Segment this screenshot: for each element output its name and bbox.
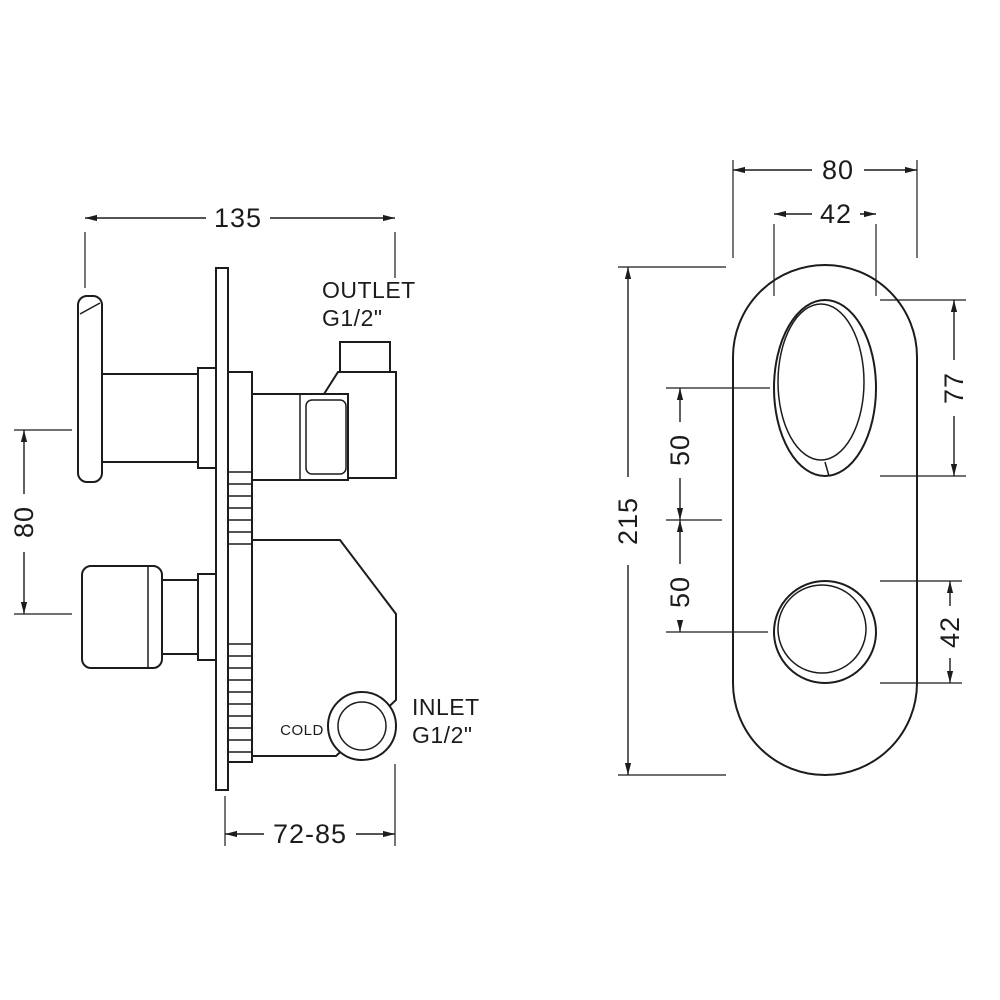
dim-plate-width-label: 80 [822, 155, 854, 185]
upper-body [323, 371, 397, 479]
bracket-ticks-upper [228, 471, 252, 545]
outlet-label: OUTLET [322, 277, 416, 303]
dim-upper-offset: 50 [664, 387, 770, 521]
outlet-thread-label: G1/2" [322, 305, 383, 331]
front-view-fixture [732, 264, 918, 776]
dim-cutout-height-label: 77 [939, 372, 969, 404]
lower-body [251, 539, 397, 757]
knob-handle [81, 565, 163, 669]
lever-indicator [824, 461, 830, 477]
cold-label: COLD [280, 722, 324, 739]
lever-stem [101, 373, 199, 463]
dim-lower-offset-label: 50 [665, 576, 695, 608]
face-plate [732, 264, 918, 776]
inlet-label: INLET [412, 694, 480, 720]
lever-cutout-inner [777, 303, 865, 461]
lever-handle [77, 295, 103, 483]
knob-front-inner [777, 584, 867, 674]
dim-knob-diameter-label: 42 [935, 616, 965, 648]
inlet-port-inner [337, 701, 387, 751]
cartridge-inner [305, 399, 347, 475]
dim-install-depth: 72-85 [224, 764, 396, 849]
outlet-port [339, 341, 391, 372]
dim-cutout-width-label: 42 [820, 199, 852, 229]
knob-collar [197, 573, 217, 661]
wall-plate-edge [215, 267, 229, 791]
front-view: 80 42 215 77 [612, 154, 970, 776]
dim-knob-diameter: 42 [880, 580, 966, 684]
dim-plate-width: 80 [732, 154, 918, 258]
knob-stem [161, 579, 199, 655]
knob-front [773, 580, 877, 684]
dim-plate-height-label: 215 [613, 497, 643, 545]
side-view: OUTLET G1/2" INLET G1/2" COLD 135 80 72 [8, 202, 480, 849]
dim-handle-centers-label: 80 [9, 506, 39, 538]
inlet-thread-label: G1/2" [412, 722, 473, 748]
dim-handle-centers: 80 [8, 429, 72, 615]
lever-detail-line [79, 302, 101, 315]
dim-cutout-width: 42 [773, 199, 877, 296]
dim-lower-offset: 50 [664, 520, 768, 633]
dim-plate-height: 215 [612, 266, 726, 776]
side-view-fixture [77, 267, 397, 791]
lever-cutout [773, 299, 877, 477]
lever-collar [197, 367, 217, 469]
dim-cutout-height: 77 [880, 299, 970, 477]
dim-upper-offset-label: 50 [665, 434, 695, 466]
bracket-ticks-lower [228, 643, 252, 753]
dim-overall-width: 135 [84, 202, 396, 288]
dim-overall-width-label: 135 [214, 203, 262, 233]
dim-install-depth-label: 72-85 [273, 819, 347, 849]
